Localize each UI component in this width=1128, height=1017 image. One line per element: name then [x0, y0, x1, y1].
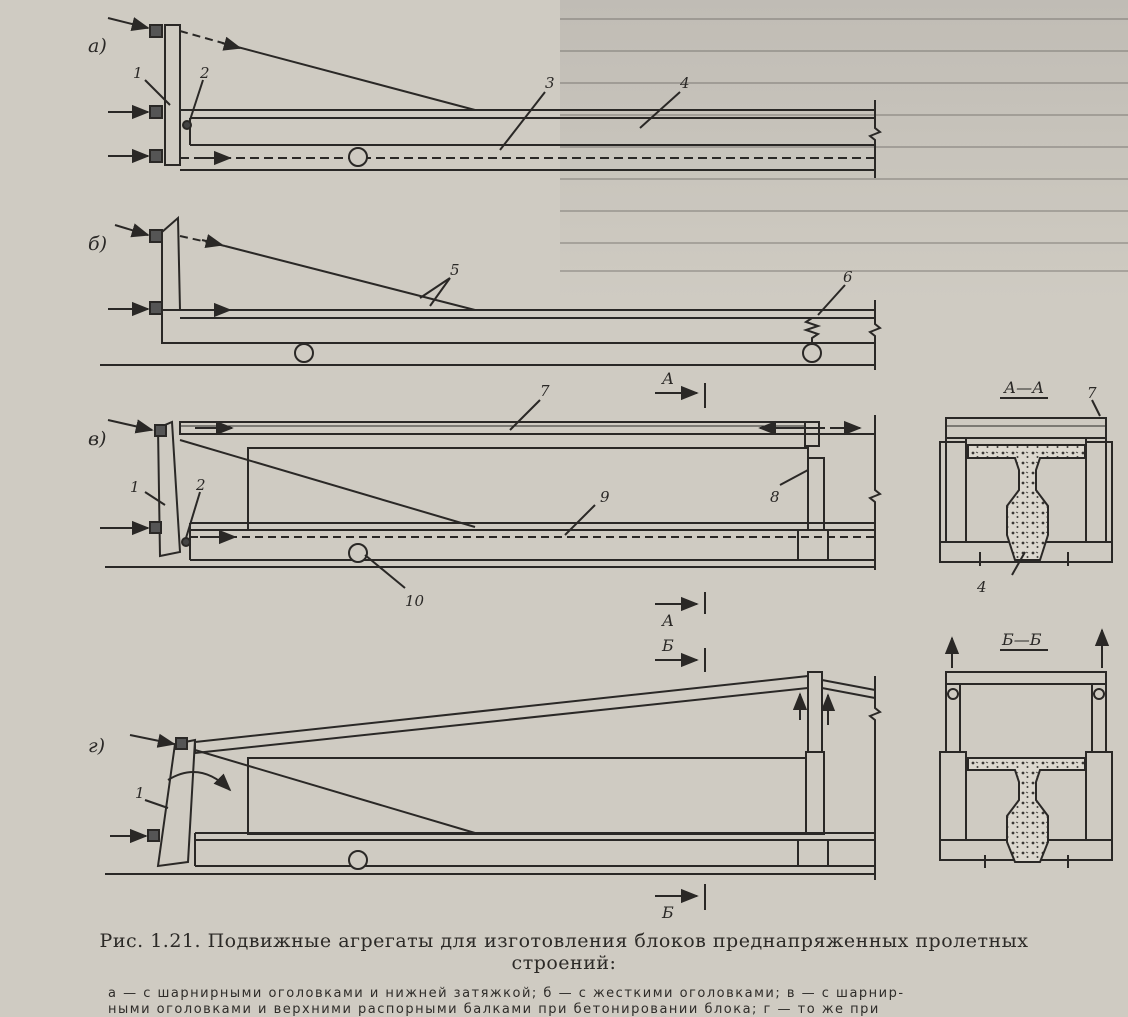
panel-v-diagram	[100, 383, 882, 614]
callout-2-v: 2	[195, 476, 206, 494]
callout-7: 7	[540, 382, 550, 400]
panel-b-diagram	[100, 215, 882, 370]
panel-label-g: г)	[88, 735, 105, 757]
callout-7-section: 7	[1087, 384, 1097, 402]
callout-1-a: 1	[133, 64, 143, 82]
callout-4-section: 4	[976, 578, 987, 596]
section-title-b-b: Б—Б	[1001, 630, 1042, 649]
panel-g-diagram	[105, 648, 882, 910]
callout-10: 10	[405, 592, 425, 610]
section-title-a-a: А—А	[1003, 378, 1044, 397]
panel-label-b: б)	[88, 233, 107, 255]
callout-6: 6	[843, 268, 853, 286]
diagram-labels: а) б) в) г) 1 2 3 4 5 6 7 1 2 8 9 10 1 7…	[88, 35, 1097, 922]
panel-a-diagram	[107, 17, 882, 178]
caption-subtitle-line-1: а — с шарнирными оголовками и нижней зат…	[108, 986, 905, 1001]
callout-4-a: 4	[679, 74, 690, 92]
section-b-b-drawing	[939, 628, 1113, 868]
callout-5: 5	[450, 261, 460, 279]
caption-title-line-1: Рис. 1.21. Подвижные агрегаты для изгото…	[99, 930, 1029, 952]
caption-subtitle-line-2: ными оголовками и верхними распорными ба…	[108, 1002, 880, 1017]
callout-3: 3	[545, 74, 555, 92]
callout-8: 8	[770, 488, 780, 506]
callout-1-v: 1	[130, 478, 140, 496]
caption-title-line-2: строений:	[511, 952, 617, 974]
section-mark-b-bottom: Б	[661, 903, 674, 922]
panel-label-a: а)	[88, 35, 107, 57]
figure-caption: Рис. 1.21. Подвижные агрегаты для изгото…	[0, 930, 1128, 974]
section-mark-a-bottom: А	[661, 611, 674, 630]
panel-label-v: в)	[88, 428, 106, 450]
section-mark-a-top: А	[661, 369, 674, 388]
section-mark-b-top: Б	[661, 636, 674, 655]
section-a-a-drawing	[939, 397, 1113, 576]
callout-2-a: 2	[199, 64, 210, 82]
callout-1-g: 1	[135, 784, 145, 802]
callout-9: 9	[600, 488, 610, 506]
bleed-through-text	[560, 0, 1128, 300]
